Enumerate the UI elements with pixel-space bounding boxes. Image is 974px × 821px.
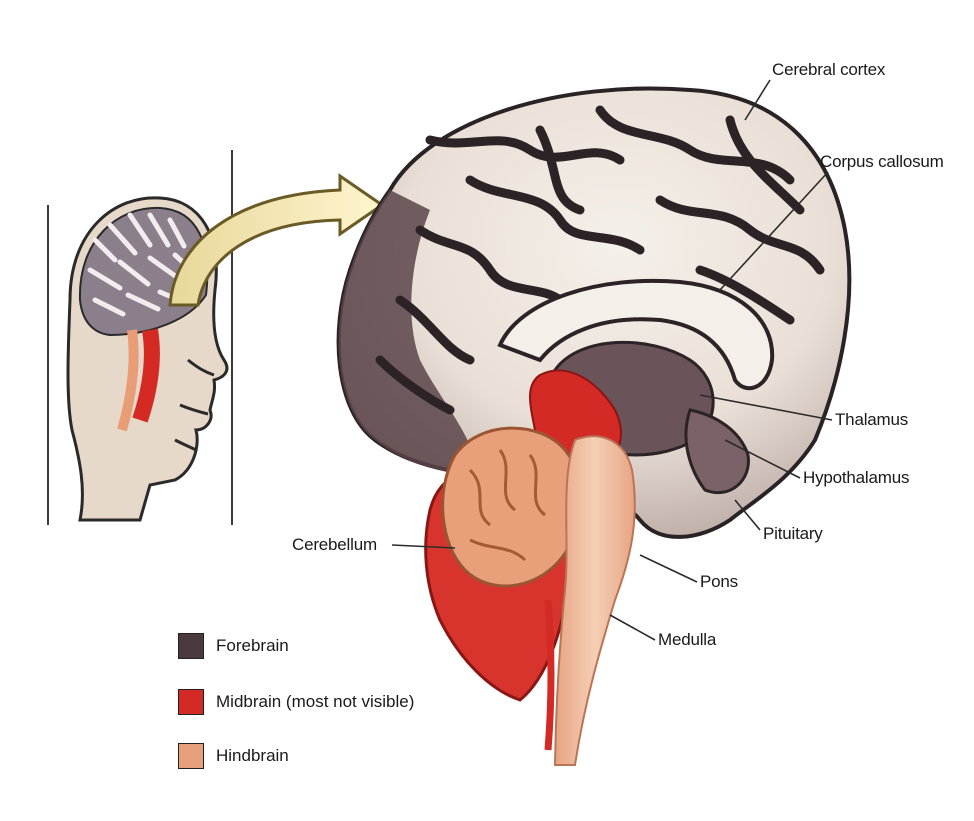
brainstem-shape — [555, 436, 635, 765]
legend-label: Midbrain (most not visible) — [216, 692, 414, 712]
legend-label: Hindbrain — [216, 746, 289, 766]
label-corpus-callosum: Corpus callosum — [820, 152, 970, 172]
label-cerebral-cortex: Cerebral cortex — [772, 60, 885, 80]
label-medulla: Medulla — [658, 630, 716, 650]
label-pituitary: Pituitary — [763, 524, 823, 544]
legend-item-midbrain: Midbrain (most not visible) — [178, 687, 414, 717]
legend-swatch-midbrain — [178, 689, 204, 715]
label-thalamus: Thalamus — [835, 410, 908, 430]
brain-sagittal-section — [339, 88, 850, 765]
leader-medulla — [610, 615, 655, 640]
label-pons: Pons — [700, 572, 738, 592]
head-inset — [48, 150, 232, 525]
legend-swatch-forebrain — [178, 633, 204, 659]
label-cerebellum: Cerebellum — [292, 535, 377, 555]
label-hypothalamus: Hypothalamus — [803, 468, 909, 488]
brainstem-red-stripe — [548, 600, 551, 750]
legend-swatch-hindbrain — [178, 743, 204, 769]
legend-label: Forebrain — [216, 636, 289, 656]
leader-pons — [640, 555, 697, 582]
legend-item-forebrain: Forebrain — [178, 631, 289, 661]
legend-item-hindbrain: Hindbrain — [178, 741, 289, 771]
